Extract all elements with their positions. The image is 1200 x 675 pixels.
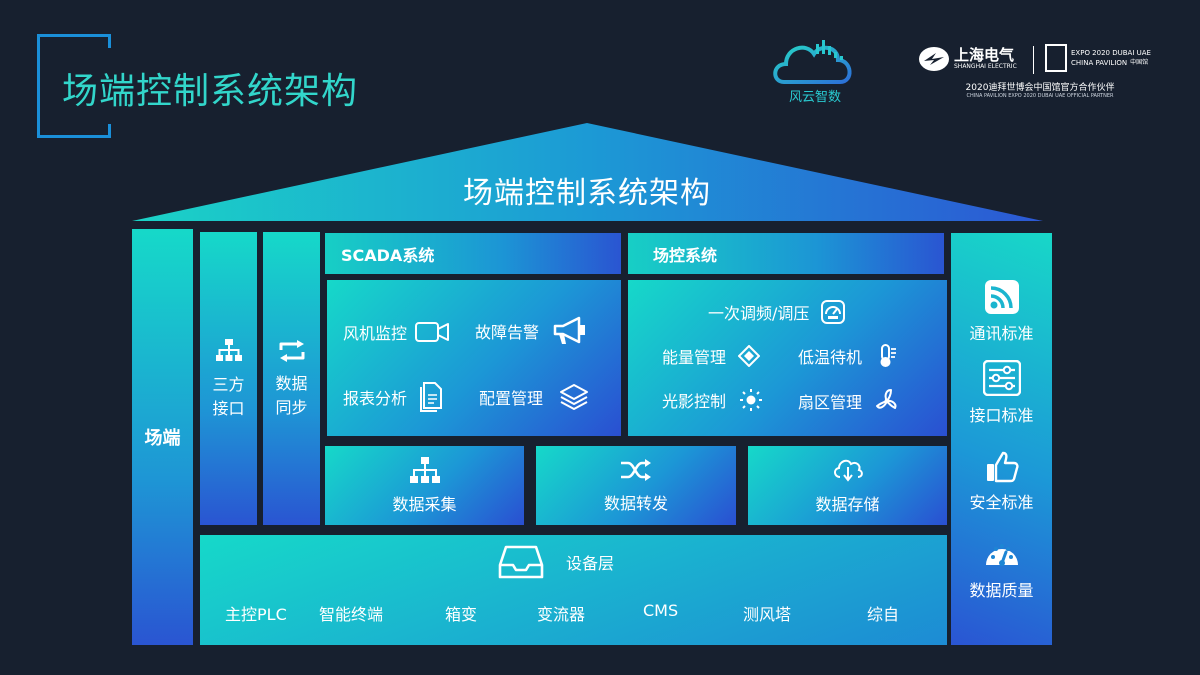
sync-icon [279,339,304,362]
title-bracket-right-bottom [108,124,111,138]
device-item-converter[interactable]: 变流器 [537,605,586,624]
logo-divider [1033,46,1034,74]
field-item-sector-management[interactable]: 扇区管理 [798,388,900,414]
scada-header: SCADA系统 [325,233,621,274]
field-control-panel: 一次调频/调压 能量管理 低温待机 光影控制 扇区管理 [628,280,947,436]
standard-security[interactable]: 安全标准 [951,451,1052,513]
thumbs-up-icon [986,451,1019,483]
field-control-header: 场控系统 [628,233,944,274]
se-logo-en: SHANGHAI ELECTRIC [954,63,1017,70]
device-layer: 设备层 主控PLC 智能终端 箱变 变流器 CMS 测风塔 综自 [200,535,947,645]
scada-item-label: 配置管理 [479,389,544,408]
document-icon [420,382,443,412]
data-sync-label-2: 同步 [275,397,308,417]
page-title: 场端控制系统架构 [62,71,359,112]
device-item-met-mast[interactable]: 测风塔 [743,605,792,624]
third-party-label-2: 接口 [212,398,245,418]
standard-label: 数据质量 [969,581,1034,600]
data-sync-label-1: 数据 [275,373,308,393]
expo-line2: CHINA PAVILION [1071,59,1128,67]
partner-cn: 2020迪拜世博会中国馆官方合作伙伴 [965,83,1115,93]
scada-item-label: 故障告警 [475,323,540,342]
cloud-download-icon [833,459,863,482]
energy-diamond-icon [738,345,761,367]
sliders-icon [982,360,1021,396]
data-forwarding-label: 数据转发 [603,493,668,513]
scada-item-fault-alarm[interactable]: 故障告警 [475,316,587,346]
rss-icon [984,280,1019,314]
standard-interface[interactable]: 接口标准 [951,360,1052,426]
roof [132,123,1043,221]
field-side-column: 场端 [132,229,193,645]
standard-label: 通讯标准 [969,324,1034,343]
third-party-interface[interactable]: 三方 接口 [200,232,257,525]
field-item-label: 低温待机 [798,348,863,367]
shanghai-electric-mark-icon [919,47,949,71]
standard-label: 接口标准 [969,406,1034,425]
se-logo-cn: 上海电气 [954,46,1015,64]
device-layer-title: 设备层 [566,554,615,573]
data-collection-label: 数据采集 [392,494,457,514]
expo-line1: EXPO 2020 DUBAI UAE [1071,49,1151,57]
device-layer-header: 设备层 [498,545,614,579]
third-party-label-1: 三方 [212,374,245,394]
layers-icon [560,384,589,410]
scada-item-label: 报表分析 [343,389,408,408]
data-storage-label: 数据存储 [815,494,880,514]
network-icon [215,338,242,361]
inbox-tray-icon [498,545,544,579]
data-collection[interactable]: 数据采集 [325,446,524,525]
thermometer-icon [880,344,897,367]
title-bracket [37,34,111,138]
roof-title: 场端控制系统架构 [463,176,711,211]
device-item-cms[interactable]: CMS [643,601,679,620]
field-item-low-temp-standby[interactable]: 低温待机 [798,344,900,368]
china-pavilion-mark-icon [1045,44,1067,72]
scada-panel: 风机监控 故障告警 报表分析 配置管理 [327,280,621,436]
expo-line2-cn: 中国馆 [1130,59,1149,66]
fengyun-logo: 风云智数 [770,32,860,105]
expo-logo: EXPO 2020 DUBAI UAE CHINA PAVILION 中国馆 [1045,44,1151,72]
video-camera-icon [415,322,450,342]
field-item-frequency-voltage[interactable]: 一次调频/调压 [708,300,846,324]
title-bracket-right [108,34,111,48]
field-side-label: 场端 [144,428,181,449]
field-item-label: 扇区管理 [798,393,863,412]
scada-item-report-analysis[interactable]: 报表分析 [343,382,443,412]
megaphone-icon [553,316,586,344]
standards-column: 通讯标准 接口标准 安全标准 数据质量 [951,233,1052,645]
device-item-box-transformer[interactable]: 箱变 [445,605,478,624]
scada-item-label: 风机监控 [343,324,408,343]
data-sync[interactable]: 数据 同步 [263,232,320,525]
field-item-energy-management[interactable]: 能量管理 [662,344,761,368]
field-item-label: 一次调频/调压 [708,304,810,323]
partner-en: CHINA PAVILION EXPO 2020 DUBAI UAE OFFIC… [966,93,1114,99]
sun-icon [740,389,763,411]
standard-label: 安全标准 [969,493,1034,512]
data-forwarding[interactable]: 数据转发 [536,446,736,525]
standard-communication[interactable]: 通讯标准 [951,280,1052,344]
device-item-plc[interactable]: 主控PLC [225,605,287,624]
field-item-shadow-flicker-control[interactable]: 光影控制 [662,388,763,412]
scada-header-label: SCADA系统 [341,245,435,265]
field-control-header-label: 场控系统 [653,245,718,265]
cloud-logo-icon [773,40,852,84]
scada-item-config-management[interactable]: 配置管理 [479,383,589,411]
data-storage[interactable]: 数据存储 [748,446,947,525]
standard-data-quality[interactable]: 数据质量 [951,539,1052,601]
shanghai-electric-logo: 上海电气 SHANGHAI ELECTRIC [918,45,1017,73]
speedometer-icon [985,544,1018,566]
gauge-icon [821,300,846,324]
fan-icon [876,389,897,409]
hierarchy-icon [409,456,440,483]
field-item-label: 光影控制 [662,392,727,411]
field-item-label: 能量管理 [662,348,727,367]
device-item-integrated-automation[interactable]: 综自 [867,605,900,624]
scada-item-fan-monitoring[interactable]: 风机监控 [343,320,450,344]
fengyun-logo-text: 风云智数 [788,90,841,105]
shuffle-icon [621,458,651,481]
device-item-smart-terminal[interactable]: 智能终端 [319,605,384,624]
